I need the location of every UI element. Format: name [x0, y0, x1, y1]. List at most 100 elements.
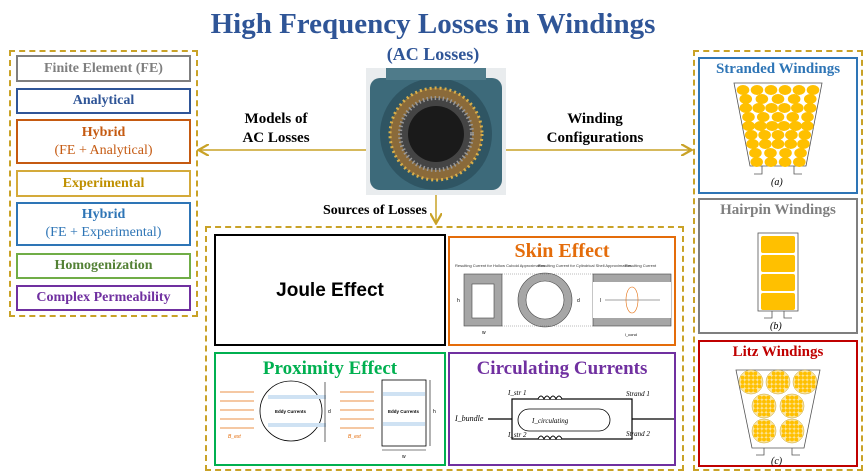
- litz-strand: [762, 433, 766, 438]
- litz-strand: [771, 380, 776, 384]
- litz-strand: [757, 420, 762, 425]
- litz-strand: [790, 429, 794, 433]
- litz-strand: [794, 399, 799, 404]
- strand-conductor: [739, 103, 753, 113]
- litz-strand: [776, 371, 780, 376]
- litz-strand: [798, 404, 803, 408]
- skin-caption-3: Resulting Current: [625, 263, 657, 268]
- skin-w-label: w: [482, 330, 486, 336]
- litz-strand: [807, 388, 812, 393]
- litz-strand: [794, 429, 799, 433]
- model-complex-permeability: Complex Permeability: [16, 285, 191, 311]
- strand-conductor: [764, 157, 778, 167]
- caption-a: (a): [771, 177, 783, 188]
- litz-strand: [762, 429, 766, 433]
- litz-strand: [753, 371, 758, 376]
- strand-conductor: [778, 157, 792, 167]
- sources-group: [205, 226, 684, 471]
- litz-strand: [749, 375, 753, 380]
- strand-conductor: [779, 148, 792, 158]
- litz-strand: [757, 429, 762, 433]
- strand-conductor: [752, 103, 765, 113]
- litz-strand: [762, 420, 766, 425]
- istr2-label: I_str 2: [507, 431, 527, 439]
- litz-strand: [807, 371, 812, 376]
- skin-lcond-label: l_cond: [625, 332, 637, 337]
- litz-strand: [753, 388, 758, 393]
- litz-strand: [749, 371, 753, 376]
- model-hybrid-fe-analytical: Hybrid(FE + Analytical): [16, 119, 191, 164]
- litz-strand: [767, 380, 772, 384]
- litz-strand: [794, 384, 799, 389]
- icirculating-label: I_circulating: [531, 417, 569, 425]
- litz-strand: [766, 433, 771, 438]
- litz-strand: [757, 437, 762, 442]
- strand-conductor: [787, 94, 801, 104]
- istr1-label: I_str 1: [507, 389, 526, 397]
- litz-strand: [811, 375, 816, 380]
- litz-strand: [757, 404, 762, 408]
- litz-strand: [785, 412, 790, 417]
- litz-strand: [753, 399, 758, 404]
- litz-strand: [794, 395, 799, 400]
- litz-strand: [780, 375, 785, 380]
- litz-strand: [794, 420, 799, 425]
- litz-strand: [757, 399, 762, 404]
- litz-strand: [794, 404, 799, 408]
- strand-conductor: [754, 121, 767, 131]
- litz-strand: [807, 380, 812, 384]
- strand-conductor: [771, 139, 785, 149]
- litz-strand: [785, 424, 790, 429]
- litz-strand: [780, 371, 785, 376]
- proximity-effect-panel: Proximity Effect: [214, 352, 446, 466]
- strand2-label: Strand 2: [626, 430, 650, 438]
- litz-strand: [798, 388, 803, 393]
- stranded-windings-panel: Stranded Windings: [698, 57, 858, 194]
- litz-strand: [780, 380, 785, 384]
- litz-strand: [757, 395, 762, 400]
- motor-stator-image: [366, 68, 506, 195]
- litz-windings-panel: Litz Windings: [698, 340, 858, 467]
- litz-strand: [766, 429, 771, 433]
- strand-conductor: [789, 121, 802, 131]
- strand-conductor: [784, 139, 798, 149]
- litz-strand: [785, 404, 790, 408]
- litz-strand: [762, 408, 766, 413]
- litz-strand: [790, 420, 794, 425]
- litz-strand: [771, 371, 776, 376]
- litz-strand: [784, 375, 789, 380]
- stranded-slot-diagram: (a): [733, 82, 823, 188]
- skin-effect-panel: Skin Effect: [448, 236, 676, 346]
- litz-strand: [790, 399, 794, 404]
- litz-strand: [785, 399, 790, 404]
- sources-label: Sources of Losses: [323, 203, 427, 218]
- litz-strand: [798, 408, 803, 413]
- litz-strand: [790, 412, 794, 417]
- litz-strand: [753, 408, 758, 413]
- strand-conductor: [756, 112, 770, 122]
- joule-effect-panel: Joule Effect: [214, 234, 446, 346]
- litz-strand: [803, 375, 807, 380]
- litz-strand: [744, 388, 749, 393]
- joule-effect-title: Joule Effect: [276, 280, 384, 301]
- litz-strand: [753, 404, 758, 408]
- litz-strand: [794, 408, 799, 413]
- strand-conductor: [758, 139, 772, 149]
- prox-h-label: h: [433, 409, 436, 415]
- skin-effect-title: Skin Effect: [514, 240, 610, 262]
- litz-strand: [798, 384, 803, 389]
- litz-strand: [744, 384, 749, 389]
- litz-strand: [740, 380, 745, 384]
- strand-conductor: [785, 130, 798, 140]
- litz-strand: [762, 424, 766, 429]
- litz-strand: [757, 424, 762, 429]
- litz-strand: [749, 384, 753, 389]
- litz-strand: [798, 371, 803, 376]
- strand-conductor: [798, 130, 812, 140]
- litz-strand: [766, 420, 771, 425]
- litz-strand: [770, 433, 775, 438]
- circulating-currents-title: Circulating Currents: [476, 358, 648, 379]
- litz-strand: [785, 437, 790, 442]
- litz-strand: [803, 388, 807, 393]
- litz-strand: [780, 388, 785, 393]
